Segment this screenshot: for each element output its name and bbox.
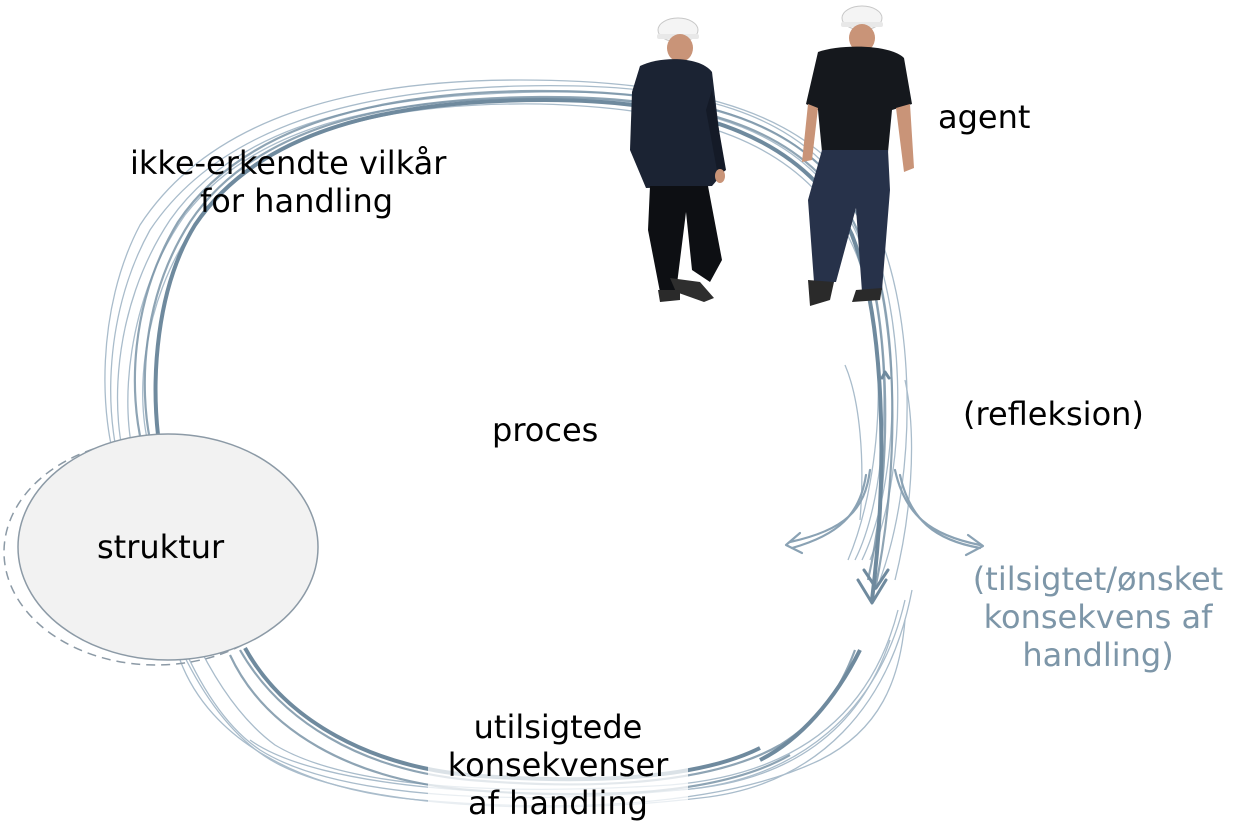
struktur-node: [17, 433, 319, 661]
arrowhead-icon: [856, 370, 891, 605]
reflection-label: (refleksion): [963, 395, 1144, 433]
unintended-consequences-line-2: konsekvenser: [447, 746, 669, 784]
intended-consequence-line-1: (tilsigtet/ønsket: [972, 560, 1224, 598]
process-label: proces: [492, 411, 599, 449]
unrecognized-conditions-label: ikke-erkendte vilkår for handling: [130, 144, 446, 220]
intended-consequence-line-2: konsekvens af: [983, 598, 1213, 636]
unintended-consequences-line-1: utilsigtede: [473, 708, 643, 746]
reflection-branch-arrows: [784, 468, 985, 557]
structure-label: struktur: [97, 528, 225, 566]
worker-icon: [630, 17, 726, 302]
unrecognized-conditions-line-1: ikke-erkendte vilkår: [130, 144, 447, 182]
unintended-consequences-label: utilsigtede konsekvenser af handling: [428, 708, 688, 825]
agent-label: agent: [938, 98, 1031, 136]
intended-consequence-line-3: handling): [1022, 636, 1174, 674]
intended-consequence-label: (tilsigtet/ønsket konsekvens af handling…: [960, 560, 1236, 674]
worker-icon: [802, 5, 914, 306]
unintended-consequences-line-3: af handling: [468, 784, 648, 822]
unrecognized-conditions-line-2: for handling: [200, 182, 394, 220]
